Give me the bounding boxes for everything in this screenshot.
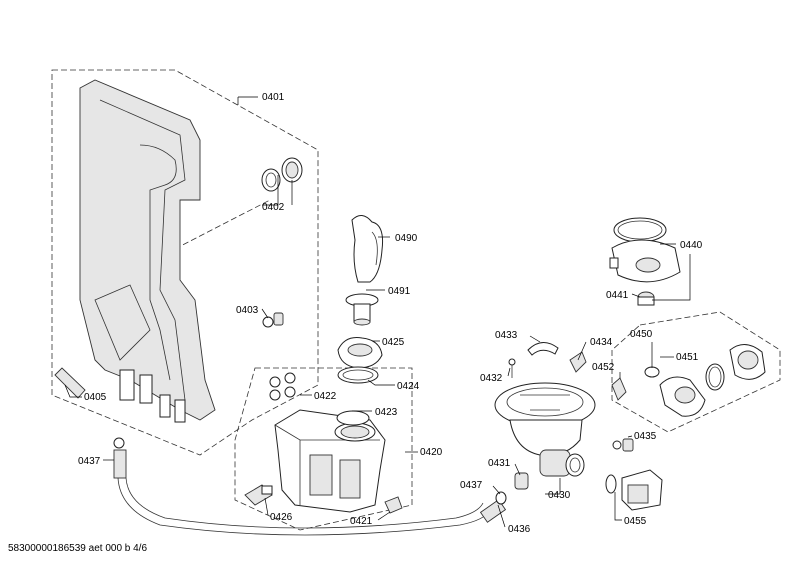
clip-0452-illustration <box>611 377 627 401</box>
label-0426: 0426 <box>270 512 293 523</box>
fitting-0435-illustration <box>612 438 634 452</box>
water-softener-0420-illustration <box>274 409 386 513</box>
side-panel-illustration <box>79 79 216 423</box>
rings-0422-illustration <box>269 372 296 401</box>
label-0401: 0401 <box>262 92 285 103</box>
fitting-0403-illustration <box>262 312 284 328</box>
label-0403: 0403 <box>236 305 259 316</box>
label-0422: 0422 <box>314 391 337 402</box>
cap-0491-illustration <box>345 293 379 326</box>
label-0430: 0430 <box>548 490 571 501</box>
dashed-outline-pump <box>611 311 781 433</box>
label-0435: 0435 <box>634 431 657 442</box>
clip-0433-illustration <box>527 342 559 356</box>
label-0402: 0402 <box>262 202 285 213</box>
label-0405: 0405 <box>84 392 107 403</box>
pump-0455-illustration <box>605 469 663 511</box>
dashed-outline-water-softener <box>234 367 413 531</box>
label-0490: 0490 <box>395 233 418 244</box>
filter-0431-illustration <box>514 472 529 490</box>
clip-0434-illustration <box>569 351 587 373</box>
hose-right-end-illustration <box>479 491 507 523</box>
label-0424: 0424 <box>397 381 420 392</box>
label-0434: 0434 <box>590 337 613 348</box>
label-0431: 0431 <box>488 458 511 469</box>
label-0433: 0433 <box>495 330 518 341</box>
label-0425: 0425 <box>382 337 405 348</box>
label-0437-left: 0437 <box>78 456 101 467</box>
label-0432: 0432 <box>480 373 503 384</box>
sensor-0426-illustration <box>244 484 273 506</box>
leader-lines <box>64 96 691 528</box>
label-0437-right: 0437 <box>460 480 483 491</box>
clip-0421-illustration <box>384 496 403 514</box>
label-0450: 0450 <box>630 329 653 340</box>
screw-0432-illustration <box>508 358 516 378</box>
label-0420: 0420 <box>420 447 443 458</box>
label-0423: 0423 <box>375 407 398 418</box>
heater-0440-illustration <box>609 217 681 283</box>
label-0441: 0441 <box>606 290 629 301</box>
label-0451: 0451 <box>676 352 699 363</box>
component-0441-illustration <box>637 291 655 306</box>
hose-left-illustration <box>113 437 491 536</box>
funnel-0490-illustration <box>351 215 383 283</box>
label-0421: 0421 <box>350 516 373 527</box>
label-0440: 0440 <box>680 240 703 251</box>
document-footer: 58300000186539 aet 000 b 4/6 <box>8 543 148 554</box>
drain-pump-0450-illustration <box>644 344 766 417</box>
gasket-rings-illustration <box>261 157 303 192</box>
label-0455: 0455 <box>624 516 647 527</box>
cap-0425-illustration <box>337 337 383 384</box>
pump-sump-0430-illustration <box>494 382 596 477</box>
label-0452: 0452 <box>592 362 615 373</box>
clip-0405-illustration <box>54 367 86 399</box>
dashed-outline-side-panel <box>51 69 319 456</box>
label-0491: 0491 <box>388 286 411 297</box>
label-0436: 0436 <box>508 524 531 535</box>
